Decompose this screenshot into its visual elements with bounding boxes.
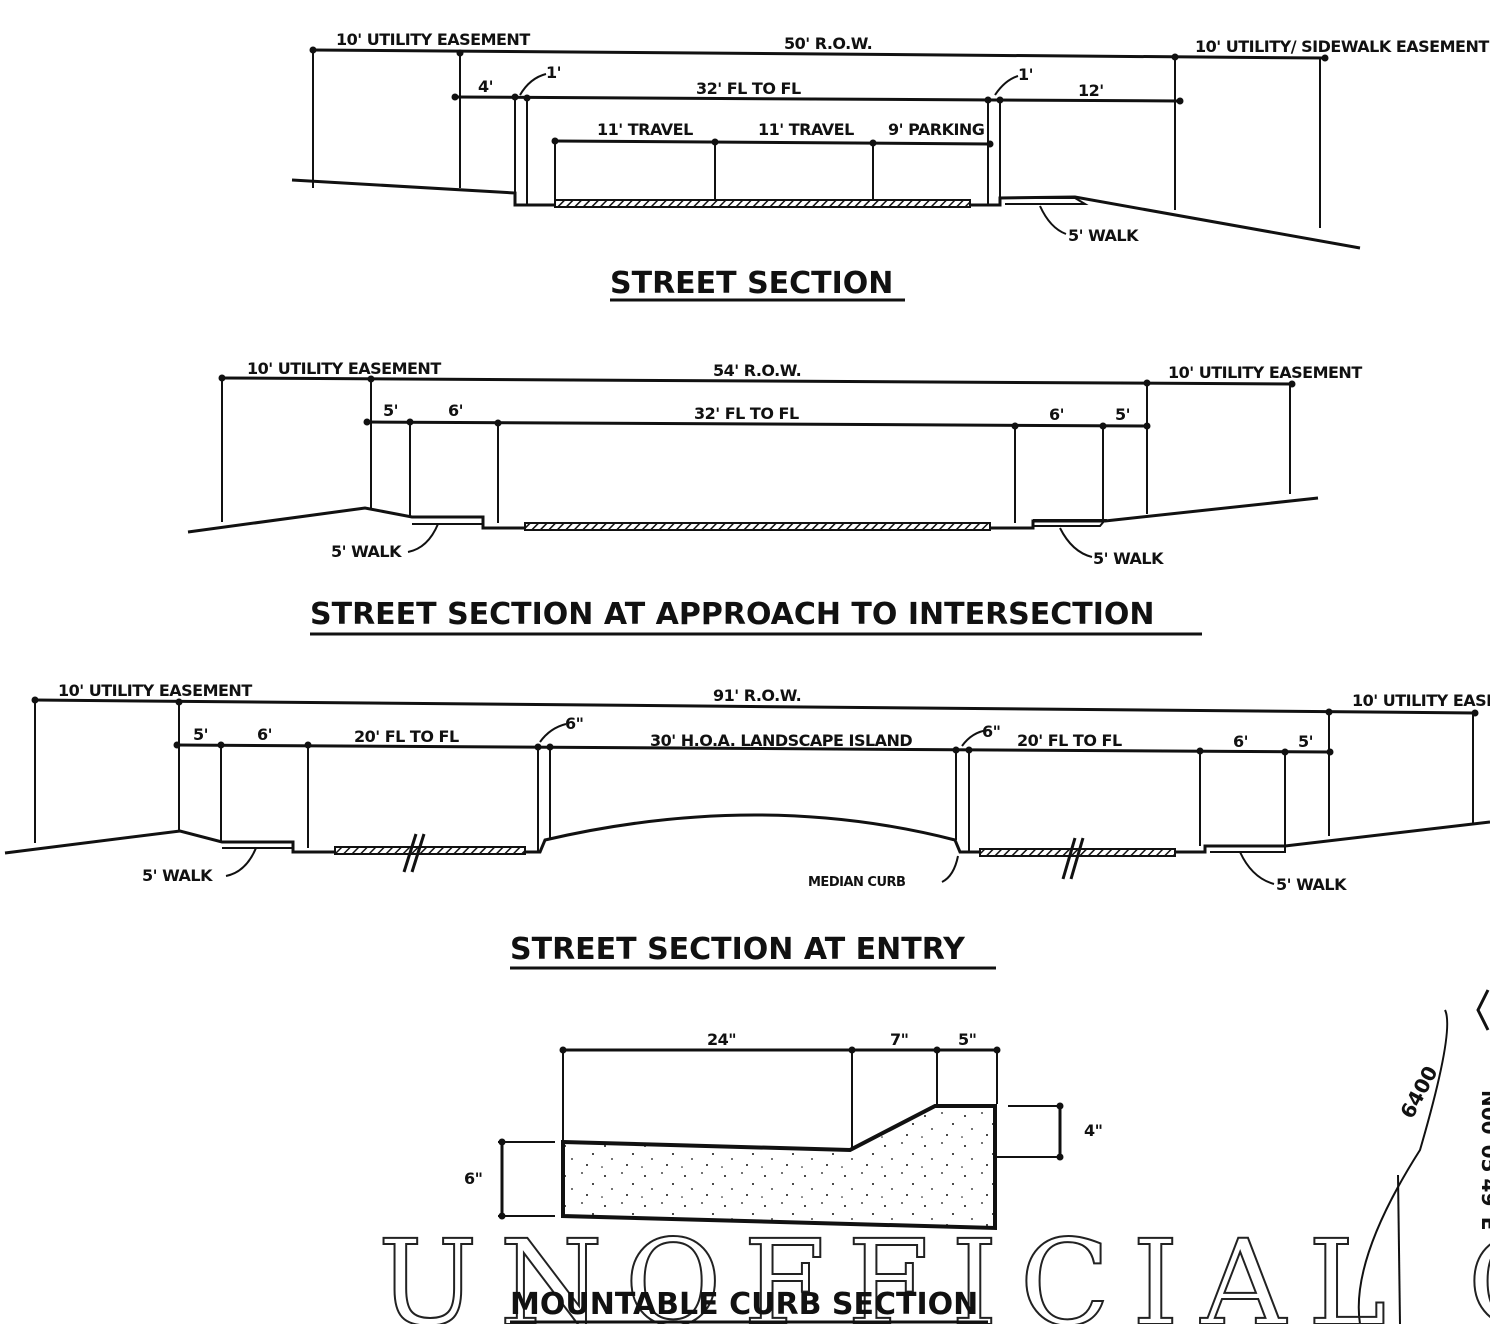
leader-line [1239, 851, 1275, 885]
street-section-entry: 10' UTILITY EASEMENT 91' R.O.W. 10' UTIL… [4, 681, 1490, 970]
dim-label: 6' [1233, 732, 1248, 751]
curb-profile [561, 1104, 997, 1231]
section-title: STREET SECTION AT APPROACH TO INTERSECTI… [310, 597, 1155, 632]
pavement [524, 522, 991, 531]
dim-label: 24" [707, 1030, 736, 1049]
lane-label: 11' TRAVEL [597, 120, 693, 139]
break-line [402, 833, 418, 873]
dim-label: 7" [890, 1030, 908, 1049]
arrow-mark [1476, 989, 1490, 1031]
contour-line [1397, 1174, 1401, 1324]
street-section-approach: 10' UTILITY EASEMENT 54' R.O.W. 10' UTIL… [187, 359, 1363, 636]
row-label: 50' R.O.W. [784, 34, 872, 53]
dim-label: 6' [1049, 405, 1064, 424]
row-label: 54' R.O.W. [713, 361, 801, 380]
walk-slab [1003, 197, 1089, 205]
dim-label: 5' [383, 401, 398, 420]
walk-slab [410, 516, 484, 525]
dim-label: 4' [478, 77, 493, 96]
section-title: STREET SECTION AT ENTRY [510, 932, 966, 967]
row-line [221, 376, 1293, 386]
left-easement-label: 10' UTILITY EASEMENT [247, 359, 441, 378]
dim-label: 6' [448, 401, 463, 420]
fl-dimension-line [454, 95, 1181, 103]
left-easement-label: 10' UTILITY EASEMENT [336, 30, 530, 49]
lane-dimension-line [554, 139, 991, 146]
lane-label: 9' PARKING [888, 120, 984, 139]
dim-label: 5' [1298, 732, 1313, 751]
ground-line [291, 178, 1361, 250]
fl-dimension-line [176, 743, 1331, 754]
break-line [1061, 837, 1077, 880]
fl-left-label: 20' FL TO FL [354, 727, 459, 746]
mountable-curb-section: 24" 7" 5" 4" 6" [464, 1030, 1103, 1231]
leader-line [1039, 205, 1067, 235]
contour-line [1357, 1009, 1449, 1324]
dim-label: 12' [1078, 81, 1104, 100]
dim-label: 5' [193, 725, 208, 744]
curb-label: 6" [565, 714, 583, 733]
bearing-label: N00°05'49"E [1477, 1090, 1490, 1230]
section-title: MOUNTABLE CURB SECTION [510, 1287, 978, 1322]
walk-label: 5' WALK [1093, 549, 1164, 568]
leader-line [539, 723, 567, 743]
row-line [312, 48, 1326, 60]
curb-label: 6" [982, 722, 1000, 741]
break-line [1069, 837, 1085, 880]
section-title: STREET SECTION [610, 266, 893, 301]
leader-line [519, 73, 547, 96]
dim-label: 5' [1115, 405, 1130, 424]
leader-line [941, 855, 959, 883]
dim-label: 5" [958, 1030, 976, 1049]
break-line [410, 833, 426, 873]
walk-label: 5' WALK [331, 542, 402, 561]
walk-label: 5' WALK [1068, 226, 1139, 245]
leader-line [994, 75, 1019, 96]
pavement [334, 846, 526, 855]
lane-label: 11' TRAVEL [758, 120, 854, 139]
dim-label: 6' [257, 725, 272, 744]
fl-to-fl-label: 32' FL TO FL [696, 79, 801, 98]
median-curb-label: MEDIAN CURB [808, 875, 905, 890]
pavement [554, 199, 971, 208]
street-section: 10' UTILITY EASEMENT 50' R.O.W. 10' UTIL… [291, 30, 1490, 302]
row-label: 91' R.O.W. [713, 686, 801, 705]
watermark: UNOFFICIAL C [378, 1214, 1490, 1324]
dim-label: 4" [1084, 1121, 1102, 1140]
leader-line [961, 729, 989, 747]
walk-slab [1033, 519, 1108, 527]
leader-line [1059, 527, 1093, 558]
right-easement-label: 10' UTILITY/ SIDEWALK EASEMENT [1195, 37, 1489, 56]
island-label: 30' H.O.A. LANDSCAPE ISLAND [650, 731, 912, 750]
right-easement-label: 10' UTILITY EASEMENT [1168, 363, 1362, 382]
fl-right-label: 20' FL TO FL [1017, 731, 1122, 750]
fl-to-fl-label: 32' FL TO FL [694, 404, 799, 423]
leader-line [225, 847, 257, 877]
walk-slab [1205, 845, 1286, 853]
row-line [34, 698, 1476, 715]
right-easement-label: 10' UTILITY EASEMENT [1352, 691, 1490, 710]
leader-line [407, 523, 439, 553]
ground-line [4, 813, 1490, 855]
dim-label: 1' [1018, 65, 1033, 84]
walk-slab [220, 841, 294, 849]
walk-label: 5' WALK [1276, 875, 1347, 894]
walk-label: 5' WALK [142, 866, 213, 885]
dim-label: 6" [464, 1169, 482, 1188]
dim-label: 1' [546, 63, 561, 82]
left-easement-label: 10' UTILITY EASEMENT [58, 681, 252, 700]
